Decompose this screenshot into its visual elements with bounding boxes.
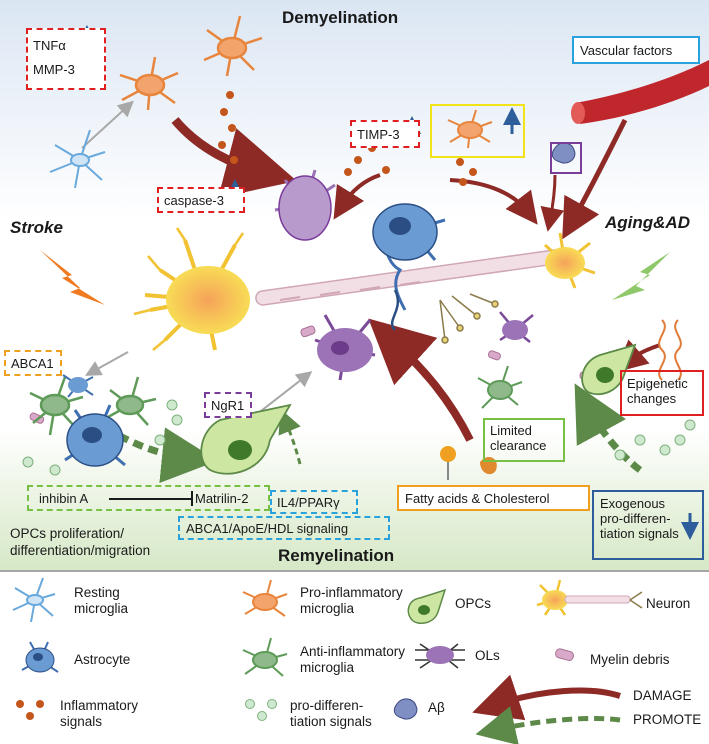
inhibin-label: inhibin A [39, 491, 89, 506]
damage-arrow-clearance [368, 318, 474, 442]
legend-astrocyte-label: Astrocyte [74, 652, 131, 667]
timp-label: TIMP-3 [357, 127, 400, 142]
legend-myelin-label: Myelin debris [590, 652, 670, 667]
tnf-label: TNFα [33, 38, 66, 53]
title-demyelination: Demyelination [282, 8, 399, 27]
legend-inflam-icon [16, 700, 44, 720]
caspase-label: caspase-3 [164, 193, 224, 208]
pro-microglia-2 [203, 15, 263, 77]
legend-resting-icon [12, 577, 56, 623]
epigenetic-label: Epigenetic changes [627, 376, 688, 406]
il4-box: IL4/PPARγ [270, 490, 358, 514]
abeta-box [550, 142, 582, 174]
legend-abeta-icon [393, 698, 418, 720]
damage-arrow-1 [171, 117, 297, 198]
astrocyte-left [64, 404, 126, 467]
ngr1-label: NgR1 [211, 398, 245, 413]
legend-damage-arrow [472, 674, 621, 721]
opcs-proliferation-text: OPCs proliferation/ differentiation/migr… [10, 526, 151, 558]
legend-opc-icon [407, 588, 447, 625]
stroke-lightning [40, 250, 105, 305]
legend-prodiff-icon [245, 699, 277, 721]
mmp-label: MMP-3 [33, 62, 75, 77]
legend-prodiff-label: pro-differen- tiation signals [290, 698, 372, 729]
inhibition-bar [191, 491, 193, 506]
astrocyte-center [372, 203, 446, 331]
legend-myelin-icon [555, 648, 574, 661]
legend-antiinfl-label: Anti-inflammatory microglia [300, 644, 406, 675]
pro-microglia-1 [119, 56, 179, 111]
abca1-box: ABCA1 [4, 350, 62, 376]
legend-ols-label: OLs [475, 648, 500, 663]
pro-microglia-3 [447, 109, 493, 149]
ol-damaged [274, 169, 336, 241]
damage-arrow-vascular [562, 118, 628, 240]
exogenous-box: Exogenous pro-differen- tiation signals [592, 490, 704, 560]
label-stroke: Stroke [10, 218, 63, 237]
blood-vessel-end [571, 102, 585, 124]
legend-resting-label: Resting microglia [74, 585, 129, 616]
label-aging-ad: Aging&AD [605, 213, 690, 232]
opc-center [200, 403, 292, 475]
promote-arrow-3 [574, 383, 643, 473]
astrocyte-small [62, 374, 94, 398]
tnf-mmp-box: TNFα MMP-3 [26, 28, 106, 90]
abca1-signaling-label: ABCA1/ApoE/HDL signaling [186, 521, 349, 536]
neuron-main [133, 227, 250, 351]
legend-opcs-label: OPCs [455, 596, 492, 611]
caspase-box: caspase-3 [157, 187, 245, 213]
vascular-factors-label: Vascular factors [580, 43, 673, 58]
ngr1-box: NgR1 [204, 392, 252, 418]
damage-arrow-abeta [540, 174, 565, 232]
legend-inflam-label: Inflammatory signals [60, 698, 139, 729]
limited-clearance-label: Limited clearance [490, 423, 547, 453]
legend-astrocyte-icon [21, 641, 59, 673]
legend-proinfl-label: Pro-inflammatory microglia [300, 585, 403, 616]
inhibition-line [109, 498, 191, 500]
resting-microglia [49, 129, 106, 189]
ol-lower [314, 314, 376, 381]
limited-clearance-box: Limited clearance [483, 418, 565, 462]
legend-neuron-label: Neuron [646, 596, 691, 611]
axon-terminals [439, 293, 499, 344]
vascular-factors-box: Vascular factors [572, 36, 700, 64]
anti-microglia-2 [107, 376, 157, 426]
fatty-acids-label: Fatty acids & Cholesterol [405, 491, 550, 506]
myelin-debris [29, 325, 593, 424]
legend-damage-label: DAMAGE [633, 688, 692, 703]
blood-vessel [575, 60, 709, 124]
microglia-highlight-box [430, 104, 525, 158]
legend-proinfl-icon [242, 579, 288, 617]
inflammatory-dots [218, 91, 477, 186]
promote-arrow-2 [278, 408, 302, 465]
legend-neuron-icon [536, 579, 643, 616]
anti-microglia-1 [29, 376, 84, 436]
abca1-signaling-box: ABCA1/ApoE/HDL signaling [178, 516, 390, 540]
damage-arrow-2 [333, 173, 381, 220]
prodiff-dots [22, 399, 696, 476]
gray-arrow-resting [81, 100, 134, 149]
legend-promote-label: PROMOTE [633, 712, 702, 727]
inhibin-matrilin-box: inhibin A Matrilin-2 [27, 485, 270, 511]
legend-antiinfl-icon [242, 637, 288, 677]
title-remyelination: Remyelination [278, 546, 395, 565]
ol-small [499, 311, 534, 343]
anti-microglia-3 [477, 365, 523, 409]
aging-lightning [612, 252, 670, 300]
timp-box: TIMP-3 [350, 120, 420, 148]
legend-promote-arrow [475, 706, 621, 744]
neuron-right [543, 232, 596, 289]
abca1-label: ABCA1 [11, 356, 54, 371]
opc-right [581, 343, 637, 396]
exogenous-label: Exogenous pro-differen- tiation signals [600, 496, 679, 541]
legend-ol-icon [415, 643, 465, 669]
legend-abeta-label: Aβ [428, 700, 445, 715]
il4-label: IL4/PPARγ [277, 495, 340, 510]
gray-arrow-anti [85, 351, 129, 376]
epigenetic-box: Epigenetic changes [620, 370, 704, 416]
fatty-acids-box: Fatty acids & Cholesterol [397, 485, 590, 511]
matrilin-label: Matrilin-2 [195, 491, 249, 506]
